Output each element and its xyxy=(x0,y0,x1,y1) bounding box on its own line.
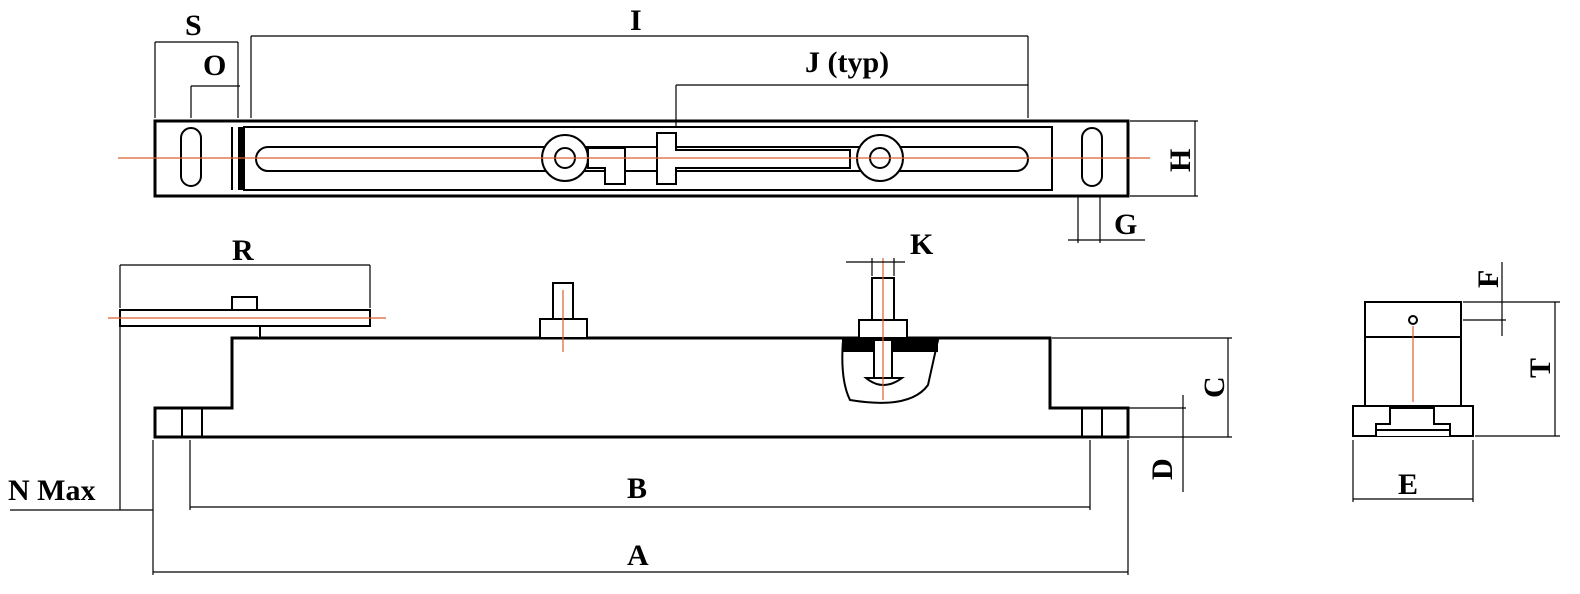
front-view xyxy=(108,258,1130,439)
left-end-slot xyxy=(180,127,202,187)
label-h: H xyxy=(1164,149,1197,172)
label-n-max: N Max xyxy=(8,474,95,507)
washer-left xyxy=(843,340,873,352)
label-r: R xyxy=(232,234,254,267)
top-dimensions xyxy=(154,35,1198,243)
label-d: D xyxy=(1146,458,1179,480)
label-o: O xyxy=(203,49,226,82)
t-bar-left xyxy=(587,147,626,185)
bolt-head xyxy=(863,377,906,386)
washer-right xyxy=(893,340,938,352)
label-j: J (typ) xyxy=(805,46,889,79)
label-t: T xyxy=(1524,358,1557,378)
label-a: A xyxy=(627,539,649,572)
front-view-body xyxy=(153,336,1130,439)
arm-knob xyxy=(231,296,258,311)
label-g: G xyxy=(1114,208,1137,241)
label-f: F xyxy=(1472,270,1505,288)
long-slot xyxy=(255,146,1029,172)
top-view xyxy=(118,119,1150,198)
side-view xyxy=(1352,301,1474,437)
side-dimensions xyxy=(1352,262,1560,502)
label-e: E xyxy=(1398,468,1418,501)
label-s: S xyxy=(185,9,202,42)
right-end-slot xyxy=(1081,127,1103,187)
front-dimensions xyxy=(10,258,1232,575)
label-c: C xyxy=(1198,376,1231,398)
label-k: K xyxy=(910,228,934,261)
label-b: B xyxy=(627,472,647,505)
side-hole xyxy=(1408,315,1418,325)
label-i: I xyxy=(630,4,642,37)
